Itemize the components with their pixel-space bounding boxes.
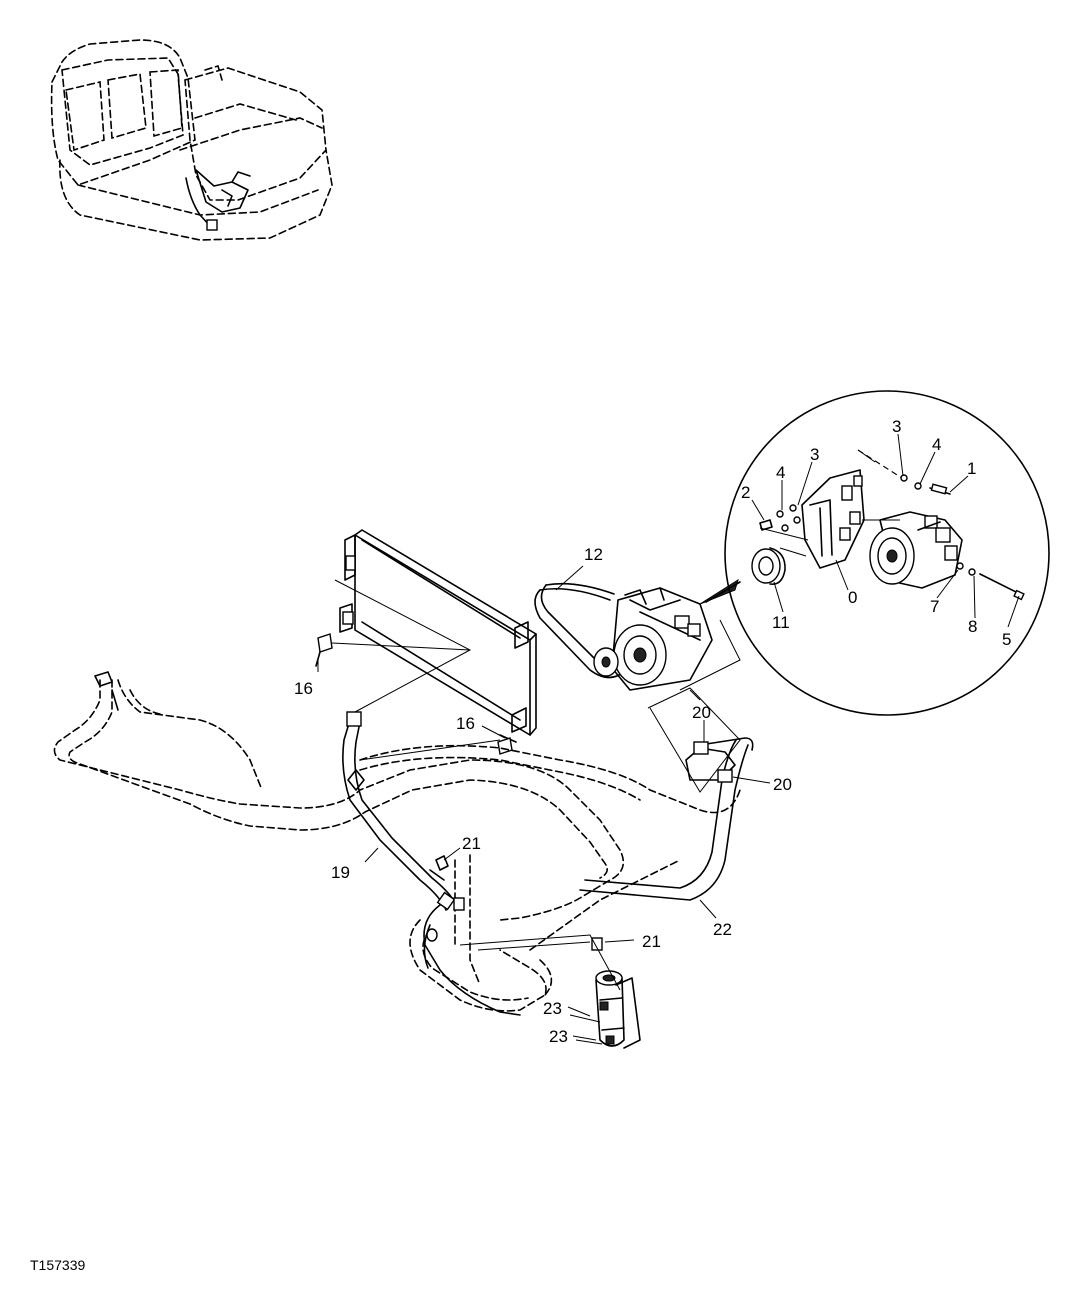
callout-16-bottom: 16 [456,714,475,733]
callout-5: 5 [1002,630,1011,649]
hose-22 [579,687,754,901]
callout-22: 22 [713,920,732,939]
frame-outline [53,671,741,1012]
callout-19: 19 [331,863,350,882]
callout-11: 11 [772,613,790,632]
receiver-drier [435,855,641,1049]
callout-21-lower: 21 [642,932,661,951]
callout-16-left: 16 [294,679,313,698]
callout-23-lower: 23 [549,1027,568,1046]
callout-labels: 0 1 2 3 3 4 4 5 7 8 11 12 16 16 19 20 20… [294,417,1011,1046]
callout-3-lower: 3 [810,445,819,464]
machine-overview [50,39,333,241]
condenser [315,529,537,761]
callout-21-upper: 21 [462,834,481,853]
callout-20-top: 20 [692,703,711,722]
callout-7: 7 [930,597,939,616]
callout-12: 12 [584,545,603,564]
callout-8: 8 [968,617,977,636]
callout-23-upper: 23 [543,999,562,1018]
leader-lines [317,433,1020,1041]
callout-3-upper: 3 [892,417,901,436]
callout-20-right: 20 [773,775,792,794]
callout-1: 1 [967,459,976,478]
figure-reference: T157339 [30,1257,85,1273]
compressor-assembly [534,578,741,701]
detail-view [724,390,1050,716]
callout-4-left: 4 [776,463,785,482]
callout-0: 0 [848,588,857,607]
callout-2: 2 [741,483,750,502]
hose-19 [342,711,521,1016]
callout-4-right: 4 [932,435,941,454]
